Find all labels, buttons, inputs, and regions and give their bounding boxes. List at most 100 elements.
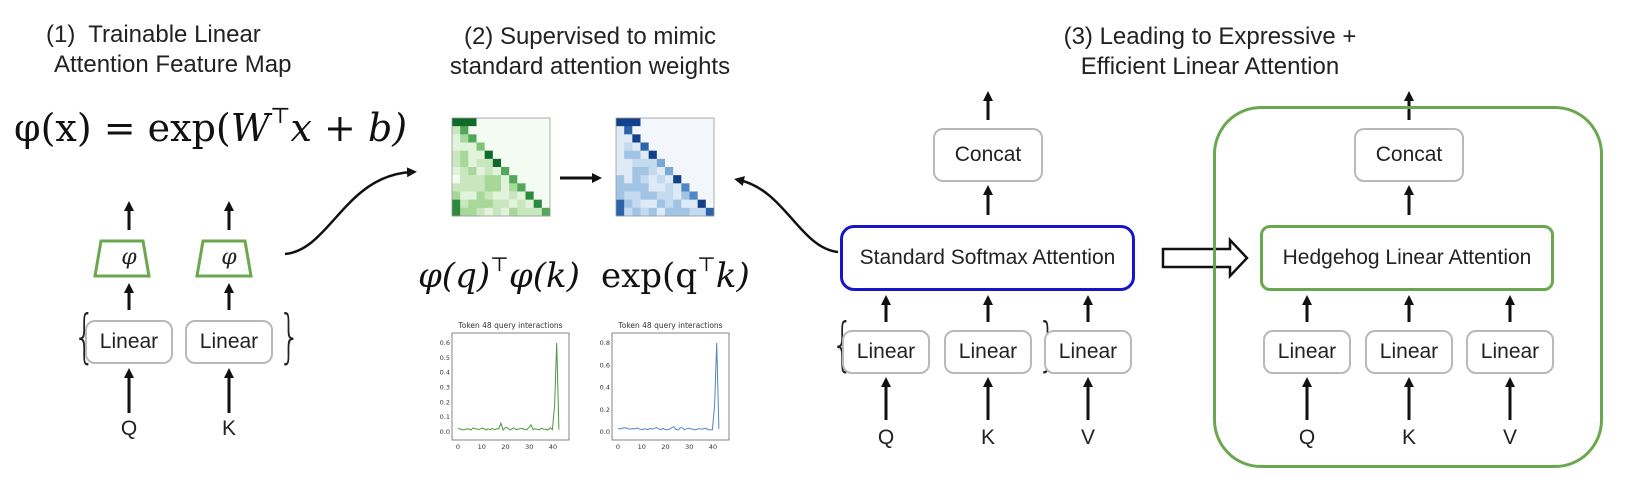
heatmap-cell [681, 175, 690, 184]
heatmap-cell [452, 158, 461, 168]
heatmap-cell [632, 142, 641, 151]
heatmap-cell [509, 183, 518, 192]
heatmap-cell [673, 191, 682, 200]
formula-lhs: φ(x) = exp( [14, 106, 231, 150]
heatmap-cell [697, 134, 707, 143]
heatmap-cell [517, 158, 526, 168]
heatmap-cell [509, 158, 518, 168]
heatmap-cell [681, 158, 690, 168]
heatmap-cell [689, 126, 698, 135]
heatmap-frame [615, 117, 715, 217]
heatmap-cell [689, 150, 698, 160]
heatmap-cell [681, 167, 690, 176]
heatmap-cell [673, 167, 682, 176]
heatmap-cell [533, 118, 543, 127]
heatmap-cell [681, 142, 690, 151]
heatmap-cell [484, 142, 494, 151]
step1-title-line1: (1) Trainable Linear [46, 21, 261, 48]
heatmap-cell [476, 142, 485, 151]
heatmap-cell [632, 134, 641, 143]
heatmap-cell [616, 126, 625, 135]
formula-rhs: x + b) [290, 106, 408, 150]
heatmap-cell [673, 118, 682, 127]
mini-plot-ytick: 0.4 [600, 384, 610, 392]
heatmap-cell [468, 191, 477, 200]
heatmap-cell [616, 175, 625, 184]
hedgehog-container [1213, 106, 1603, 468]
heatmap-cell [460, 167, 469, 176]
heatmap-cell [468, 142, 477, 151]
heatmap-cell [656, 199, 666, 209]
heatmap-cell [501, 183, 510, 192]
heatmap-cell [640, 126, 649, 135]
heatmap-cell [648, 118, 658, 127]
heatmap-cell [640, 183, 649, 192]
heatmap-cell [484, 199, 494, 209]
heatmap-cell [501, 134, 510, 143]
heatmap-cell [541, 126, 551, 135]
phi-q: φ(q) [418, 256, 491, 296]
mini-plot-ytick: 0.1 [440, 413, 450, 421]
heatmap-cell [689, 118, 698, 127]
heatmap-cell [705, 134, 715, 143]
heatmap-cell [673, 126, 682, 135]
softmax-input-v: V [1080, 426, 1095, 449]
heatmap-cell [689, 167, 698, 176]
mini-plot-frame [611, 332, 730, 441]
heatmap-cell [705, 199, 715, 209]
heatmap-cell [476, 126, 485, 135]
heatmap-cell [697, 142, 707, 151]
heatmap-cell [501, 118, 510, 127]
mini-plot-frame [451, 332, 570, 441]
softmax-attention-box: Standard Softmax Attention [840, 225, 1135, 291]
heatmap-cell [681, 126, 690, 135]
heatmap-cell [533, 134, 543, 143]
heatmap-cell [492, 199, 502, 209]
heatmap-cell [492, 150, 502, 160]
mini-plot-xtick: 30 [685, 443, 693, 451]
heatmap-cell [665, 158, 674, 168]
heatmap-cell [616, 183, 625, 192]
heatmap-cell [476, 167, 485, 176]
phi-k: φ(k) [508, 256, 580, 296]
heatmap-cell [697, 167, 707, 176]
heatmap-cell [517, 134, 526, 143]
heatmap-cell [624, 158, 633, 168]
heatmap-cell [656, 207, 666, 217]
heatmap-cell [468, 158, 477, 168]
hedgehog-attention-box: Hedgehog Linear Attention [1260, 225, 1554, 291]
heatmap-cell [656, 191, 666, 200]
heatmap-cell [624, 199, 633, 209]
heatmap-cell [541, 134, 551, 143]
heatmap-cell [705, 191, 715, 200]
mini-plot-xtick: 0 [616, 443, 620, 451]
heatmap-cell [681, 134, 690, 143]
phi-trapezoid-k [195, 239, 253, 278]
heatmap-cell [697, 199, 707, 209]
heatmap-cell [541, 199, 551, 209]
heatmap-cell [541, 158, 551, 168]
heatmap-cell [525, 207, 534, 217]
heatmap-cell [533, 183, 543, 192]
mini-plot-ytick: 0.6 [600, 361, 610, 369]
feature-map-formula: φ(x) = exp(W⊤x + b) [14, 104, 407, 150]
heatmap-cell [640, 207, 649, 217]
formula-transpose: ⊤ [269, 104, 291, 129]
heatmap-cell [468, 183, 477, 192]
heatmap-cell [541, 118, 551, 127]
heatmap-cell [705, 126, 715, 135]
heatmap-cell [460, 183, 469, 192]
heatmap-cell [501, 158, 510, 168]
heatmap-cell [640, 191, 649, 200]
heatmap-cell [689, 142, 698, 151]
heatmap-cell [452, 134, 461, 143]
heatmap-cell [656, 175, 666, 184]
heatmap-cell [525, 150, 534, 160]
heatmap-cell [492, 183, 502, 192]
hedgehog-concat-box: Concat [1354, 128, 1464, 182]
heatmap-cell [476, 199, 485, 209]
heatmap-cell [624, 167, 633, 176]
input-k-label: K [221, 417, 236, 440]
heatmap-cell [517, 175, 526, 184]
